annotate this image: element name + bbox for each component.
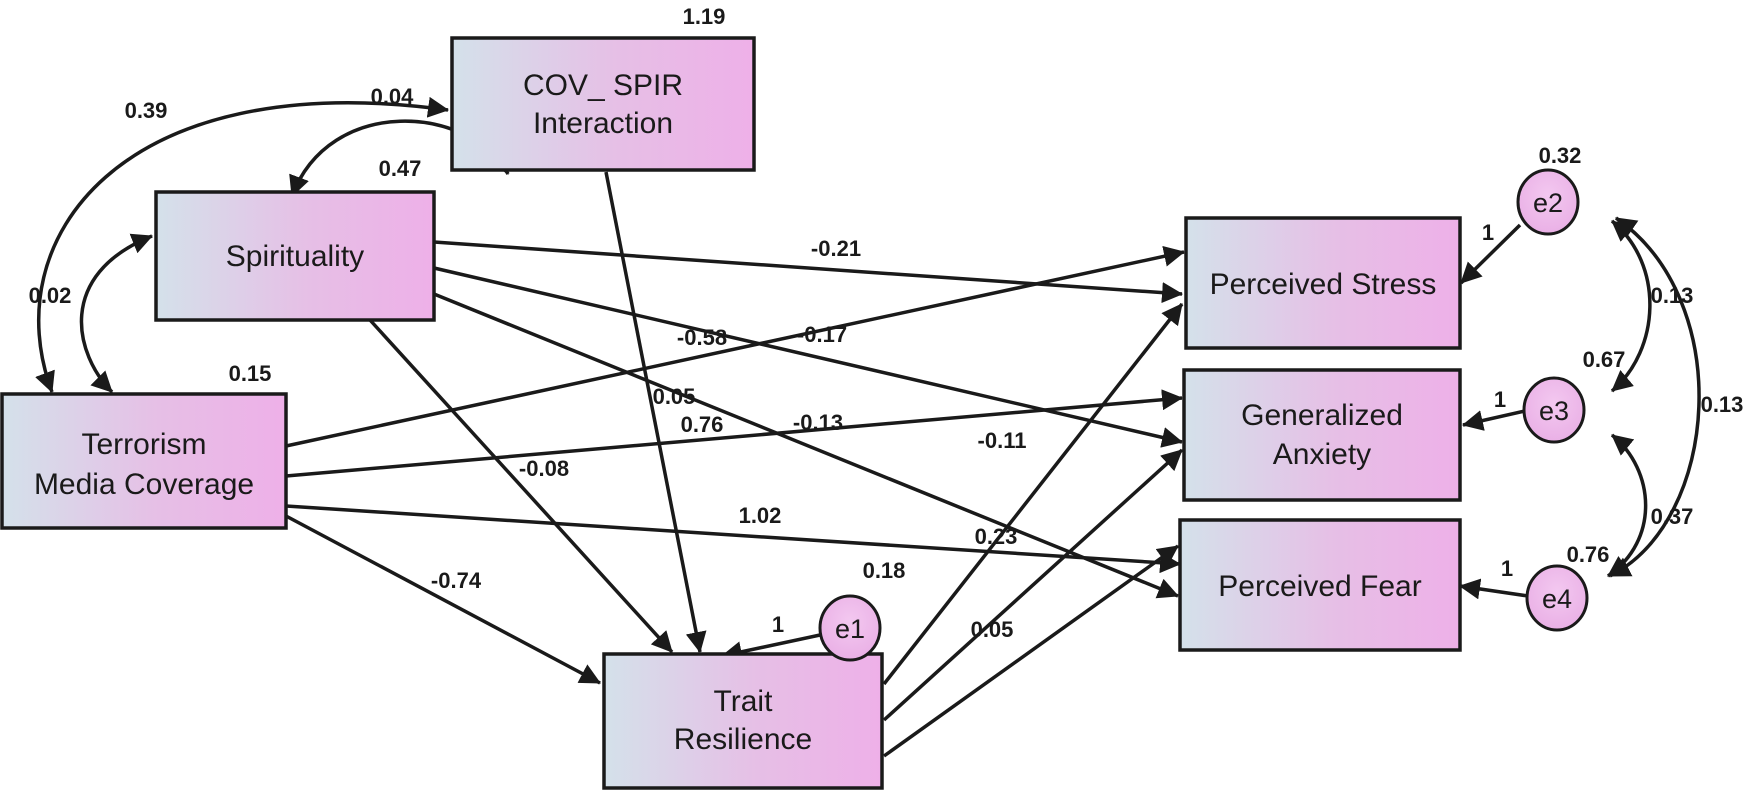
node-resilience: Trait Resilience — [602, 652, 884, 790]
node-label: Spirituality — [226, 240, 364, 273]
path-label: -0.17 — [797, 322, 847, 347]
error-e4: e4 — [1525, 564, 1589, 632]
variance-label: 0.47 — [379, 156, 422, 181]
path-spir-anxiety — [433, 266, 1184, 448]
loading-label: 1 — [772, 612, 784, 637]
cov-spirituality-terrorism — [79, 233, 153, 394]
covariance-label: 0.04 — [371, 84, 415, 109]
node-label: COV_ SPIR — [523, 69, 683, 102]
error-label: e3 — [1539, 396, 1569, 426]
node-label: Generalized — [1241, 399, 1403, 432]
path-label: 1.02 — [739, 503, 782, 528]
path-label: -0.21 — [811, 236, 861, 261]
node-stress: Perceived Stress — [1184, 216, 1462, 350]
path-label: -0.13 — [793, 410, 843, 435]
node-label: Interaction — [533, 107, 673, 140]
error-e1: e1 — [818, 594, 882, 662]
error-e3: e3 — [1522, 376, 1586, 444]
path-label: -0.11 — [978, 428, 1027, 453]
covariance-label: 0.13 — [1651, 283, 1694, 308]
path-label: -0.08 — [519, 456, 569, 481]
path-resilience-fear — [882, 544, 1180, 758]
cov-terrorism-covspir — [35, 96, 450, 393]
path-label: 0.05 — [971, 617, 1014, 642]
loading-label: 1 — [1482, 220, 1494, 245]
cov-e3-e4 — [1607, 433, 1648, 578]
variance-label: 0.76 — [1567, 542, 1610, 567]
path-terrorism-stress — [285, 245, 1186, 448]
path-e2-stress — [1459, 223, 1522, 285]
path-resilience-anxiety — [882, 448, 1184, 722]
path-resilience-stress — [882, 302, 1184, 686]
path-terrorism-fear — [285, 504, 1182, 574]
covariance-label: 0.02 — [29, 283, 72, 308]
path-label: 0.05 — [653, 384, 696, 409]
variance-label: 0.18 — [863, 558, 906, 583]
node-cov-spir: COV_ SPIR Interaction — [450, 36, 756, 172]
path-terrorism-resilience — [285, 514, 601, 685]
covariance-label: 0.39 — [125, 98, 168, 123]
variance-label: 0.32 — [1539, 143, 1582, 168]
node-terrorism: Terrorism Media Coverage — [0, 392, 288, 530]
error-e2: e2 — [1516, 168, 1580, 236]
variance-label: 1.19 — [683, 4, 726, 29]
loading-label: 1 — [1501, 556, 1513, 581]
node-label: Perceived Fear — [1218, 570, 1421, 603]
node-label: Resilience — [674, 723, 812, 756]
variance-label: 0.67 — [1583, 347, 1626, 372]
cov-e2-e4 — [1609, 216, 1701, 578]
covariance-label: 0.37 — [1651, 504, 1694, 529]
error-label: e4 — [1542, 584, 1572, 614]
path-e4-fear — [1458, 578, 1529, 600]
covariance-label: 0.13 — [1701, 392, 1744, 417]
path-label: -0.74 — [431, 568, 482, 593]
node-label: Trait — [714, 685, 774, 718]
loading-label: 1 — [1494, 387, 1506, 412]
node-label: Media Coverage — [34, 468, 254, 501]
path-spir-resilience — [368, 318, 674, 654]
node-spirituality: Spirituality — [154, 190, 436, 322]
node-label: Perceived Stress — [1210, 268, 1437, 301]
node-label: Terrorism — [82, 428, 207, 461]
node-label: Anxiety — [1273, 438, 1371, 471]
path-cov-resilience — [604, 171, 707, 654]
error-label: e1 — [835, 614, 865, 644]
path-e3-anxiety — [1461, 409, 1526, 431]
variance-label: 0.15 — [229, 361, 272, 386]
path-terrorism-anxiety — [285, 389, 1184, 478]
labels: 1.19 0.47 0.15 0.18 0.32 0.67 0.76 1 1 1… — [29, 4, 1744, 642]
edges — [35, 96, 1701, 758]
path-label: 0.23 — [975, 524, 1018, 549]
path-label: 0.76 — [681, 412, 724, 437]
node-anxiety: Generalized Anxiety — [1182, 368, 1462, 502]
path-spir-stress — [433, 240, 1184, 304]
path-label: -0.58 — [677, 325, 727, 350]
node-fear: Perceived Fear — [1178, 518, 1462, 652]
error-label: e2 — [1533, 188, 1563, 218]
path-spir-fear — [433, 292, 1179, 599]
